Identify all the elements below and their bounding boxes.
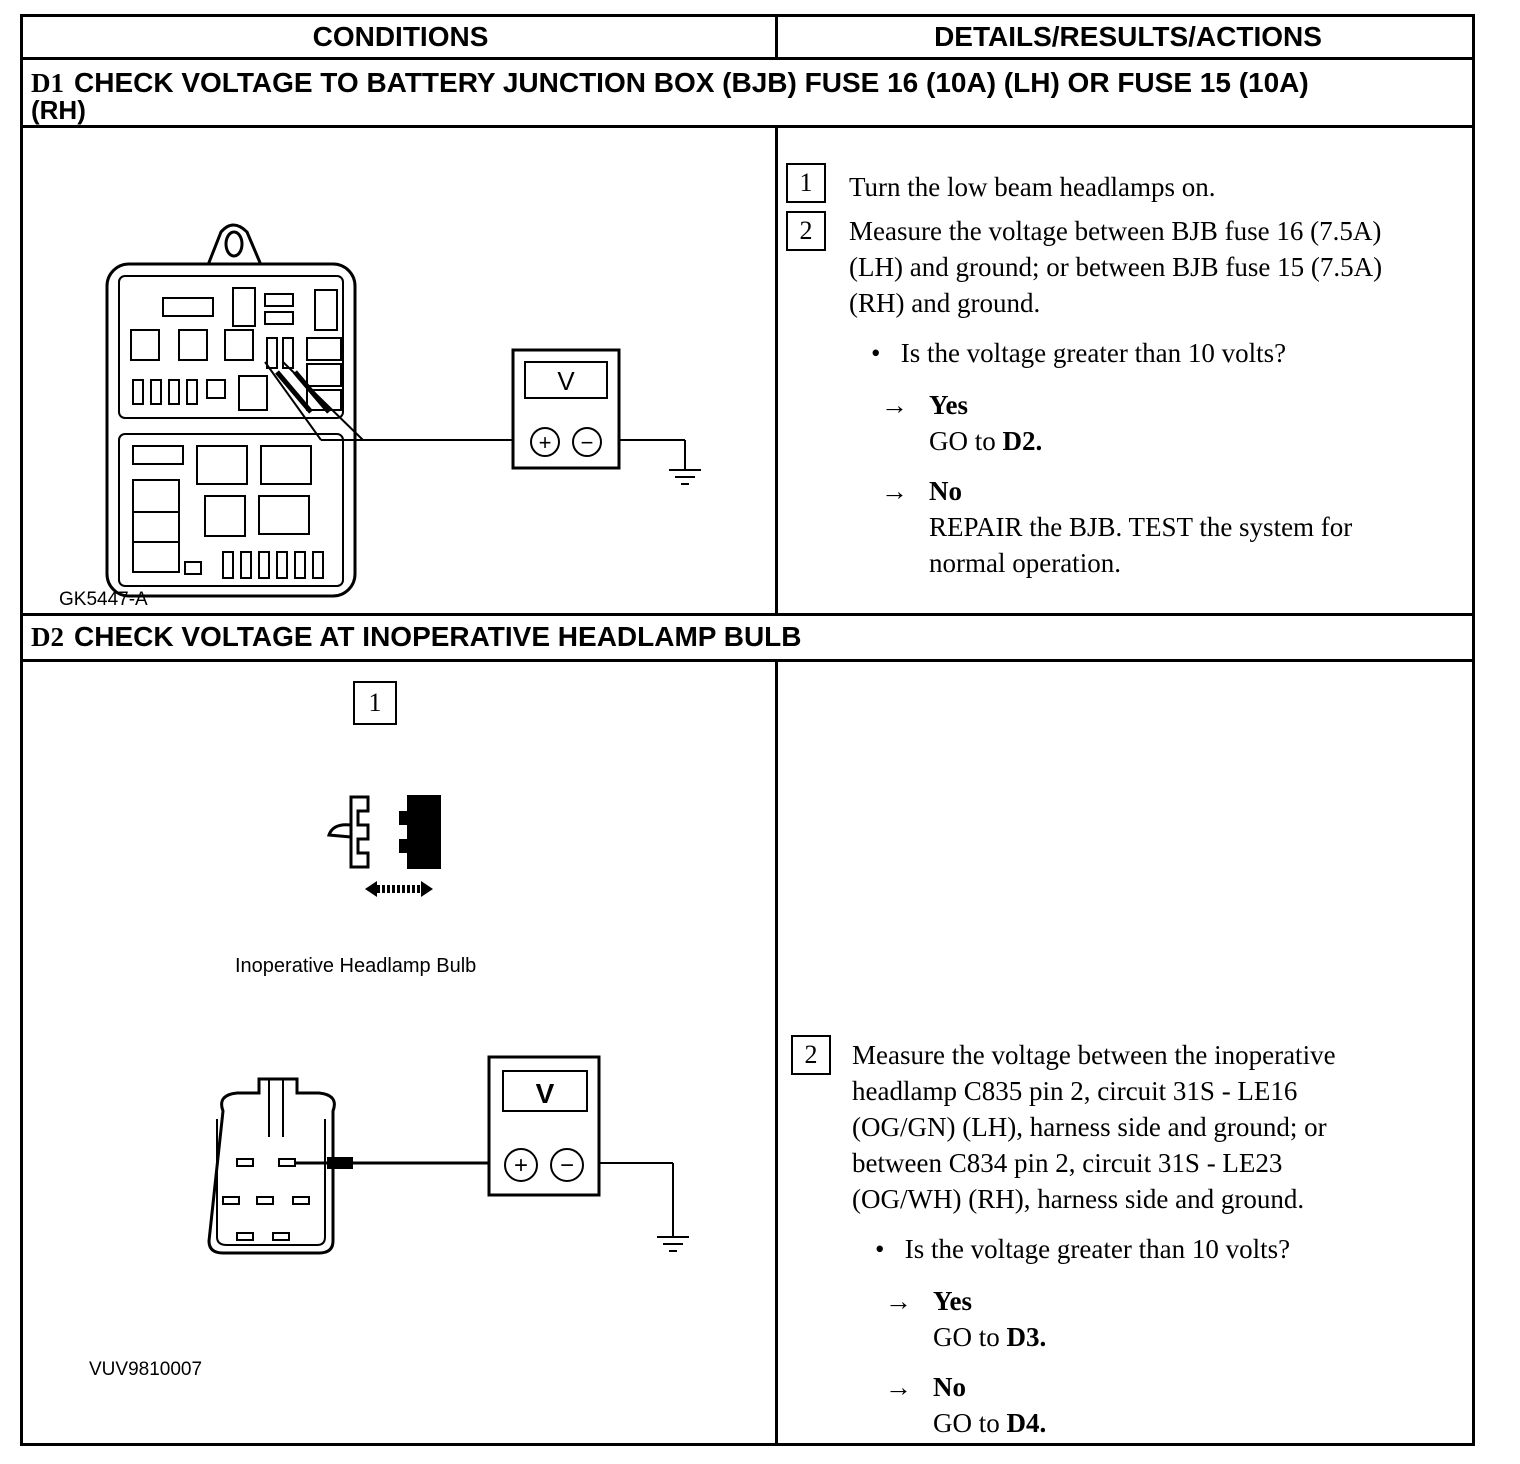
probe-tips (275, 370, 331, 414)
action-target: D3. (1006, 1322, 1047, 1352)
action-text: GO to (933, 1322, 1007, 1352)
instruction-line: (RH) and ground. (849, 288, 1041, 318)
divider (23, 613, 1472, 616)
answer-label: Yes (929, 390, 968, 420)
action-text: GO to (933, 1408, 1007, 1438)
bjb-housing (105, 262, 357, 598)
voltmeter-label: V (536, 1078, 555, 1109)
disconnect-arrow-icon (365, 881, 433, 897)
fuse-group (130, 287, 342, 579)
headlamp-voltage-figure: V + − (207, 1055, 689, 1255)
step-title-d1-cont: (RH) (31, 95, 86, 125)
step-number-box: 2 (786, 211, 826, 251)
minus-terminal-label: − (581, 430, 594, 455)
bullet-icon: • (875, 1234, 885, 1264)
instruction-line: (OG/GN) (LH), harness side and ground; o… (852, 1112, 1327, 1142)
instruction-line: (OG/WH) (RH), harness side and ground. (852, 1184, 1305, 1214)
divider (775, 659, 778, 1443)
column-header-conditions: CONDITIONS (312, 21, 489, 52)
bjb-voltage-figure: V + − (105, 223, 701, 598)
arrow-icon: → (885, 1286, 912, 1316)
minus-terminal-label: − (560, 1152, 574, 1179)
figure-id: GK5447-A (59, 589, 148, 610)
ground-icon (669, 469, 701, 485)
answer-label: Yes (933, 1286, 972, 1316)
question-text: Is the voltage greater than 10 volts? (900, 338, 1287, 368)
answer-label: No (933, 1372, 966, 1402)
divider (23, 659, 1472, 662)
figure-caption: Inoperative Headlamp Bulb (235, 955, 477, 977)
step-number-box: 1 (786, 163, 826, 203)
instruction-line: Measure the voltage between the inoperat… (852, 1040, 1336, 1070)
divider (23, 125, 1472, 128)
connector-body (207, 1077, 336, 1255)
answer-yes: → Yes GO to D2. (881, 387, 1042, 459)
step-title-d1: D1 CHECK VOLTAGE TO BATTERY JUNCTION BOX … (31, 67, 1309, 98)
voltmeter-label: V (557, 366, 575, 396)
probe-lead (295, 1157, 674, 1237)
answer-no: → No GO to D4. (885, 1369, 1046, 1441)
instruction-line: headlamp C835 pin 2, circuit 31S - LE16 (852, 1076, 1298, 1106)
step-number-d1: D1 (31, 68, 64, 98)
step-title-d2: D2 CHECK VOLTAGE AT INOPERATIVE HEADLAMP … (31, 621, 802, 652)
divider (775, 125, 778, 613)
connector-half-right (399, 795, 441, 869)
voltmeter: V + − (487, 1055, 601, 1197)
connector-pins (222, 1079, 310, 1241)
step-number-box: 2 (791, 1035, 831, 1075)
bullet-icon: • (871, 338, 881, 368)
instruction-line: between C834 pin 2, circuit 31S - LE23 (852, 1148, 1283, 1178)
step-instruction: Measure the voltage between the inoperat… (852, 1037, 1336, 1217)
plus-terminal-label: + (539, 430, 552, 455)
divider (775, 17, 778, 57)
bjb-mount-tab (206, 223, 263, 266)
question: • Is the voltage greater than 10 volts? (871, 335, 1286, 371)
answer-label: No (929, 476, 962, 506)
action-text: REPAIR the BJB. TEST the system for (929, 512, 1353, 542)
mount-hole (224, 230, 244, 258)
instruction-line: Measure the voltage between BJB fuse 16 … (849, 216, 1382, 246)
step-number-d2: D2 (31, 622, 64, 652)
column-header-details: DETAILS/RESULTS/ACTIONS (934, 21, 1322, 52)
arrow-icon: → (885, 1372, 912, 1402)
disconnect-connector-figure (326, 795, 441, 897)
step-number-box: 1 (353, 681, 397, 725)
connector-half-left (349, 795, 370, 869)
question-text: Is the voltage greater than 10 volts? (904, 1234, 1291, 1264)
step-title-text: CHECK VOLTAGE TO BATTERY JUNCTION BOX (B… (74, 67, 1309, 98)
answer-yes: → Yes GO to D3. (885, 1283, 1046, 1355)
step-instruction: Turn the low beam headlamps on. (849, 172, 1216, 202)
arrow-icon: → (881, 390, 908, 420)
action-target: D4. (1006, 1408, 1047, 1438)
action-text: normal operation. (929, 548, 1121, 578)
probe-leads (264, 361, 686, 470)
voltmeter: V + − (511, 348, 621, 470)
action-target: D2. (1002, 426, 1043, 456)
bjb-lower-panel (118, 433, 344, 587)
figure-id: VUV9810007 (89, 1359, 203, 1380)
answer-no: →No REPAIR the BJB. TEST the system for … (881, 473, 1352, 581)
instruction-line: (LH) and ground; or between BJB fuse 15 … (849, 252, 1383, 282)
bjb-upper-panel (118, 275, 344, 419)
step-title-text: CHECK VOLTAGE AT INOPERATIVE HEADLAMP BU… (74, 621, 802, 652)
ground-icon (657, 1236, 689, 1252)
divider (23, 57, 1472, 60)
action-text: GO to (929, 426, 1003, 456)
question: • Is the voltage greater than 10 volts? (875, 1231, 1290, 1267)
arrow-icon: → (881, 476, 908, 506)
step-instruction: Measure the voltage between BJB fuse 16 … (849, 213, 1382, 321)
plus-terminal-label: + (514, 1152, 528, 1179)
connector-wire (326, 823, 352, 839)
